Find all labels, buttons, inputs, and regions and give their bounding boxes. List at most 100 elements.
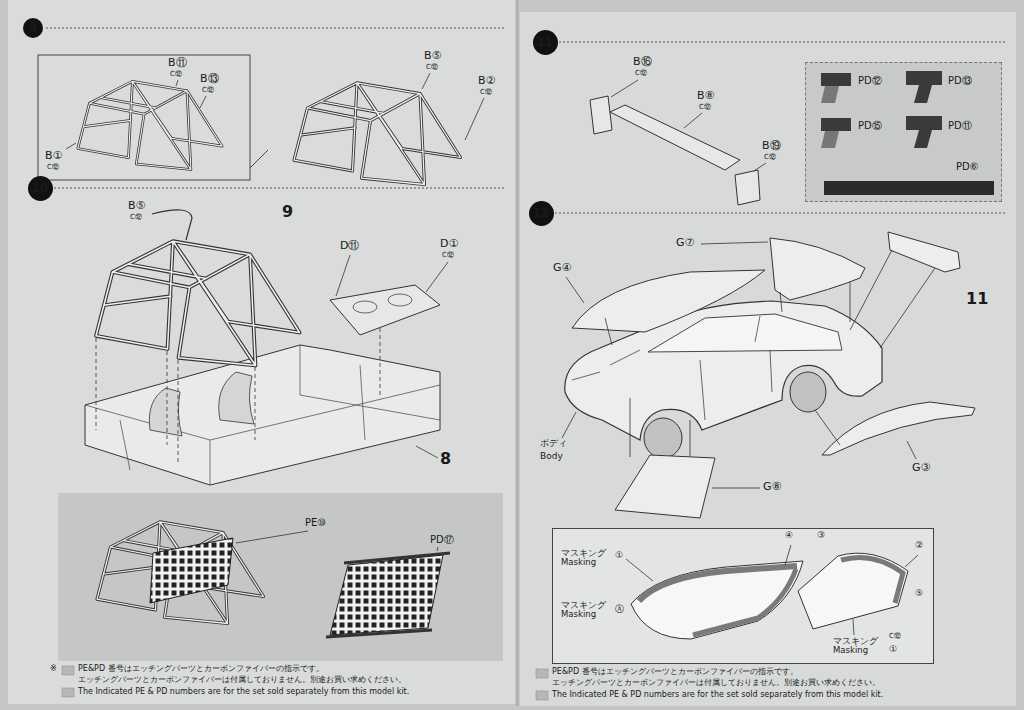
paint-code: C⑫	[635, 69, 647, 77]
callout-number: 8	[440, 450, 451, 468]
note-swatch	[62, 688, 74, 697]
leader-lines	[562, 242, 916, 488]
carbon-part	[821, 86, 839, 103]
wing-bracket	[735, 170, 760, 205]
carbon-part	[906, 116, 942, 148]
paint-code: C⑫	[202, 86, 214, 94]
part-label: B⑯	[633, 56, 652, 69]
step-number: 10	[32, 182, 49, 194]
part-label: B①	[45, 150, 62, 163]
body-tub	[85, 345, 440, 485]
left-page	[8, 0, 516, 704]
rear-wing	[888, 232, 960, 272]
footnote-text: ※	[50, 664, 57, 673]
roll-cage	[97, 522, 264, 624]
step-badge: 10	[28, 176, 53, 201]
panel-detail	[353, 294, 412, 313]
leader-line	[437, 547, 438, 551]
step-badge: 12	[529, 201, 554, 226]
net-bar	[344, 553, 450, 563]
step-badge: 9	[23, 18, 43, 38]
masking-band	[639, 566, 797, 601]
part-label: G⑧	[763, 481, 781, 494]
wing-bracket	[590, 96, 612, 134]
part-code: PD⑥	[956, 161, 979, 172]
footnote-text: The Indicated PE & PD numbers are for th…	[552, 690, 883, 699]
tub-detail	[85, 345, 440, 485]
paint-code: C⑫	[480, 88, 492, 96]
part-label: B⑲	[762, 140, 781, 153]
parts-panel: PD⑫ PD⑬ PD⑮ PD⑪ PD⑥	[805, 62, 1002, 202]
arrow-stroke	[250, 150, 268, 168]
seat-panel	[330, 285, 440, 335]
sub-frame	[38, 55, 250, 180]
paint-code: C⑫	[47, 163, 59, 171]
part-code: PD⑮	[858, 120, 882, 131]
part-code: ①	[889, 645, 897, 655]
page-fold	[516, 0, 519, 706]
roll-cage	[96, 241, 300, 365]
part-code: Ⓐ	[615, 605, 624, 615]
paint-code: C⑫	[699, 103, 711, 111]
part-code: ③	[817, 531, 825, 541]
part-label: G④	[553, 262, 571, 275]
side-window-part	[822, 402, 975, 455]
footnote-text: PE&PD 番号はエッチングパーツとカーボンファイバーの指示です。	[552, 667, 798, 676]
note-swatch	[536, 691, 548, 700]
masking-band	[841, 557, 903, 603]
masking-panel: マスキング Masking①マスキング MaskingⒶ④③②⑤マスキング Ma…	[552, 528, 934, 664]
part-code: ②	[915, 541, 923, 551]
window-net	[330, 555, 443, 635]
glass-part	[798, 553, 908, 629]
part-code: ④	[785, 531, 793, 541]
part-code: PD⑰	[430, 534, 454, 545]
carbon-plank	[824, 181, 994, 195]
part-code: ⑤	[915, 589, 923, 599]
hood-part	[572, 270, 765, 332]
fit-lines	[96, 328, 380, 462]
callout-number: 11	[966, 290, 988, 308]
step-badge: 11	[533, 30, 558, 55]
part-code: マスキング Masking	[833, 637, 885, 656]
part-label: B⑤	[424, 50, 441, 63]
paint-code: C⑫	[170, 70, 182, 78]
part-code: PD⑫	[858, 75, 882, 86]
roll-cage	[78, 81, 222, 169]
part-code: PD⑬	[948, 75, 972, 86]
part-code: ①	[615, 551, 623, 561]
harness-wire	[152, 210, 192, 240]
net-bar	[326, 630, 432, 637]
windshield-part	[615, 455, 715, 518]
footnote-text: エッチングパーツとカーボンファイバーは付属しておりません。別途お買い求めください…	[78, 675, 406, 684]
paint-code: C⑫	[130, 213, 142, 221]
part-label: G⑦	[676, 237, 694, 250]
note-swatch	[62, 666, 74, 675]
roll-cage	[294, 83, 461, 185]
step-rules	[46, 28, 1005, 213]
part-label: B⑬	[200, 73, 219, 86]
part-label: G③	[912, 462, 930, 475]
part-label: B⑤	[128, 200, 145, 213]
part-code: PE⑩	[305, 517, 326, 528]
part-code: C⑫	[889, 633, 901, 641]
seat	[149, 372, 254, 436]
wing-plank	[610, 105, 740, 170]
carbon-part	[821, 73, 851, 86]
window-net	[150, 538, 233, 603]
parts-panel: PE⑩ PD⑰	[58, 493, 503, 661]
leader-lines	[336, 255, 448, 458]
step-number: 12	[533, 207, 550, 219]
part-label: B②	[478, 75, 495, 88]
paint-code: C⑫	[442, 251, 454, 259]
carbon-part	[821, 118, 851, 131]
part-code: PD⑪	[948, 120, 972, 131]
net-panel-art	[58, 493, 503, 661]
wheel	[790, 372, 826, 412]
masking-band	[693, 569, 796, 635]
part-label: Body	[540, 451, 563, 461]
part-code: マスキング Masking	[561, 601, 613, 620]
step-number: 11	[537, 36, 554, 48]
carbon-part	[821, 131, 839, 148]
footnote-text: PE&PD 番号はエッチングパーツとカーボンファイバーの指示です。	[78, 664, 324, 673]
